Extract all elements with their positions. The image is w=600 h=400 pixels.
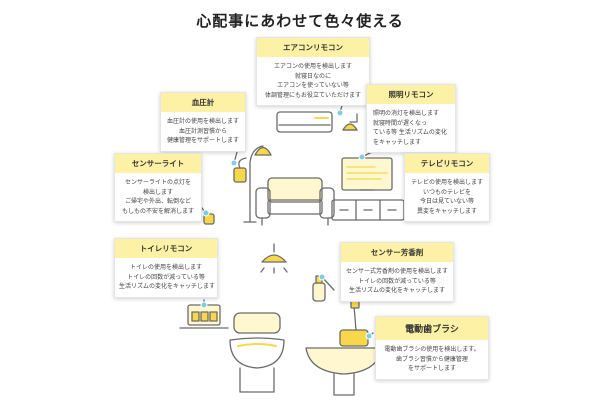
toothbrush-icon (339, 299, 369, 347)
card-title: トイレリモコン (115, 239, 217, 258)
blood-pressure-monitor-icon (233, 157, 247, 183)
card-toilet-remote: トイレリモコン トイレの使用を検出します トイレの回数が減っている等 生活リズム… (114, 238, 218, 298)
card-description-line: センサー式芳香剤の使用を検出します (345, 268, 448, 275)
sofa-icon (255, 177, 335, 226)
card-title: 電動歯ブラシ (376, 317, 488, 340)
card-title: 血圧計 (161, 93, 245, 112)
toilet-icon (229, 312, 285, 393)
card-title: エアコンリモコン (257, 38, 369, 57)
card-description-line: をキャッチします (373, 138, 422, 146)
card-aircon-remote: エアコンリモコン エアコンの使用を検出します 就寝日なのに エアコンを使っていな… (256, 37, 370, 106)
aroma-sensor-dot (318, 273, 326, 281)
sensor-light-dot (202, 209, 210, 217)
card-description-line: エアコンを使っていない等 (277, 82, 349, 89)
card-description-line: エアコンの使用を検出します (273, 63, 352, 70)
tv-cabinet-icon (331, 199, 405, 221)
toilet-remote-icon (179, 304, 229, 329)
card-description-line: 電動歯ブラシの使用を検出します。 (384, 346, 480, 353)
card-description-line: 検出します (142, 188, 173, 196)
card-title: センサー芳香剤 (341, 243, 453, 262)
toilet-sensor-dot (200, 301, 208, 309)
card-description-line: 健康管理をサポートします (166, 137, 239, 144)
card-description-line: 生活リズムの変化をキャッチします (348, 287, 445, 294)
card-description-line: トイレの回数が減っている等 (127, 273, 205, 281)
aircon-sensor-dot (336, 109, 344, 117)
card-description: トイレの使用を検出します トイレの回数が減っている等 生活リズムの変化をキャッチ… (115, 258, 217, 297)
floor-lamp-icon (243, 145, 272, 223)
ceiling-lamp-icon (260, 243, 288, 274)
card-description: 電動歯ブラシの使用を検出します。 歯ブラシ習慣から健康管理 をサポートします (376, 340, 488, 379)
card-description: 血圧計の使用を検出します 血圧計測習慣から 健康管理をサポートします (161, 112, 245, 151)
card-light-remote: 照明リモコン 照明の消灯を検出します 就寝時間が遅くなっ ている等 生活リズムの… (366, 84, 456, 153)
card-description-line: 血圧計測習慣から (178, 127, 227, 135)
card-description-line: トイレの回数が減っている等 (358, 277, 436, 285)
card-tv-remote: テレビリモコン テレビの使用を検出します いつものテレビを 今日は見ていない等 … (404, 153, 490, 222)
card-description-line: 就寝時間が遅くなっ (373, 119, 428, 127)
wall-lamp-icon (342, 113, 358, 131)
card-description-line: 血圧計の使用を検出します (166, 118, 239, 125)
card-sensor-light: センサーライト センサーライトの点灯を 検出します ご帰宅や外出、転倒など もし… (114, 153, 202, 222)
card-description-line: もしもの不安を解消します (121, 207, 194, 215)
card-description-line: 体調管理にもお役立ていただけます (264, 91, 361, 99)
card-description-line: 照明の消灯を検出します (373, 110, 440, 117)
card-description: 照明の消灯を検出します 就寝時間が遅くなっ ている等 生活リズムの変化 をキャッ… (367, 104, 455, 152)
page-title: 心配事にあわせて色々使える (196, 12, 404, 30)
card-aroma-sensor: センサー芳香剤 センサー式芳香剤の使用を検出します トイレの回数が減っている等 … (340, 242, 454, 302)
card-description-line: をサポートします (407, 365, 456, 372)
card-title: テレビリモコン (405, 154, 489, 173)
card-description: センサーライトの点灯を 検出します ご帰宅や外出、転倒など もしもの不安を解消し… (115, 173, 201, 221)
card-title: センサーライト (115, 154, 201, 173)
card-description: エアコンの使用を検出します 就寝日なのに エアコンを使っていない等 体調管理にも… (257, 57, 369, 105)
air-conditioner-icon (276, 111, 333, 133)
card-blood-pressure: 血圧計 血圧計の使用を検出します 血圧計測習慣から 健康管理をサポートします (160, 92, 246, 152)
card-description: センサー式芳香剤の使用を検出します トイレの回数が減っている等 生活リズムの変化… (341, 262, 453, 301)
card-description-line: 歯ブラシ習慣から健康管理 (396, 355, 468, 363)
card-description-line: 生活リズムの変化をキャッチします (119, 283, 216, 290)
tv-icon (341, 157, 393, 191)
card-title: 照明リモコン (367, 85, 455, 104)
sink-icon (305, 347, 383, 396)
card-description-line: センサーライトの点灯を (124, 179, 191, 186)
card-electric-toothbrush: 電動歯ブラシ 電動歯ブラシの使用を検出します。 歯ブラシ習慣から健康管理 をサポ… (375, 316, 489, 380)
card-description-line: ている等 生活リズムの変化 (373, 129, 447, 136)
card-description-line: ご帰宅や外出、転倒など (124, 198, 191, 205)
card-description-line: テレビの使用を検出します (410, 179, 483, 186)
card-description-line: 今日は見ていない等 (419, 198, 474, 205)
toothbrush-sensor-dot (365, 332, 373, 340)
card-description-line: 就寝日なのに (294, 72, 331, 80)
card-description-line: トイレの使用を検出します (129, 264, 202, 271)
card-description-line: いつものテレビを (422, 188, 471, 196)
tv-sensor-dot (358, 153, 366, 161)
bp-sensor-dot (230, 159, 238, 167)
card-description-line: 異変をキャッチします (416, 207, 477, 215)
card-description: テレビの使用を検出します いつものテレビを 今日は見ていない等 異変をキャッチし… (405, 173, 489, 221)
